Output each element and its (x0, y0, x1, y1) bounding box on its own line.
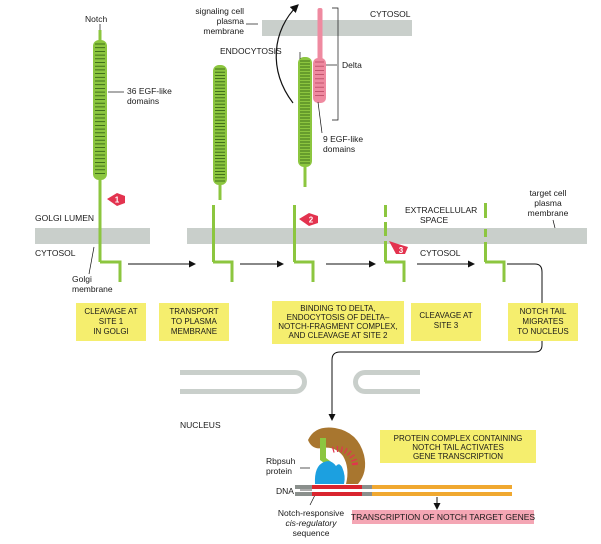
svg-text:NOTCH-FRAGMENT COMPLEX,: NOTCH-FRAGMENT COMPLEX, (278, 322, 397, 331)
svg-text:SITE 1: SITE 1 (99, 317, 124, 326)
delta-ligand (313, 8, 326, 103)
signaling-membrane-label-line3: membrane (203, 26, 244, 36)
signaling-membrane-label-line2: plasma (217, 16, 245, 26)
svg-text:NOTCH TAIL: NOTCH TAIL (520, 307, 567, 316)
nuclear-envelope (180, 370, 420, 394)
egf9-label-line2: domains (323, 144, 355, 154)
step-box-3: BINDING TO DELTA, ENDOCYTOSIS OF DELTA– … (272, 301, 404, 344)
cre-label-line1: Notch-responsive (278, 508, 344, 518)
egf36-label-line2: domains (127, 96, 159, 106)
notch-tail-released (484, 203, 506, 282)
transcription-box: TRANSCRIPTION OF NOTCH TARGET GENES (351, 510, 536, 524)
cytosol-left-label: CYTOSOL (35, 248, 76, 258)
protease-site-2: 2 (299, 213, 318, 226)
svg-text:GENE TRANSCRIPTION: GENE TRANSCRIPTION (413, 452, 503, 461)
rbpsuh-label-line2: protein (266, 466, 292, 476)
golgi-membrane-label-line2: membrane (72, 284, 113, 294)
golgi-membrane-bar (35, 228, 150, 244)
golgi-lumen-label: GOLGI LUMEN (35, 213, 94, 223)
golgi-membrane-label-line1: Golgi (72, 274, 92, 284)
egf9-label-line1: 9 EGF-like (323, 134, 363, 144)
protein-complex-box: PROTEIN COMPLEX CONTAINING NOTCH TAIL AC… (380, 430, 536, 463)
notch-fragment-site3 (384, 205, 406, 282)
protease-site-3: 3 (389, 241, 408, 255)
notch-receptor-transported (212, 65, 234, 282)
cre-label-line2: cis-regulatory (285, 518, 337, 528)
svg-text:AND CLEAVAGE AT SITE 2: AND CLEAVAGE AT SITE 2 (289, 331, 389, 340)
target-membrane-label-line1: target cell (530, 188, 567, 198)
dna-strand (295, 485, 512, 496)
endocytosis-label: ENDOCYTOSIS (220, 46, 282, 56)
egf36-label-line1: 36 EGF-like (127, 86, 172, 96)
svg-text:ENDOCYTOSIS OF DELTA–: ENDOCYTOSIS OF DELTA– (287, 313, 390, 322)
svg-text:MEMBRANE: MEMBRANE (171, 327, 217, 336)
svg-text:SITE 3: SITE 3 (434, 321, 459, 330)
step-box-5: NOTCH TAIL MIGRATES TO NUCLEUS (508, 303, 578, 341)
svg-text:IN GOLGI: IN GOLGI (93, 327, 129, 336)
to-nucleus-arrow (328, 263, 543, 421)
leader-lines (88, 7, 556, 506)
svg-text:BINDING TO DELTA,: BINDING TO DELTA, (300, 304, 375, 313)
site-3-number: 3 (399, 246, 404, 255)
notch-label: Notch (85, 14, 107, 24)
notch-receptor-delta-bound (293, 57, 315, 282)
step-box-2: TRANSPORT TO PLASMA MEMBRANE (159, 303, 229, 341)
site-1-number: 1 (115, 196, 120, 205)
step-box-4: CLEAVAGE AT SITE 3 (411, 303, 481, 341)
svg-text:PROTEIN COMPLEX CONTAINING: PROTEIN COMPLEX CONTAINING (394, 434, 523, 443)
target-membrane-label-line2: plasma (534, 198, 562, 208)
dna-label: DNA (276, 486, 294, 496)
transcription-complex (308, 427, 366, 484)
svg-text:NOTCH TAIL ACTIVATES: NOTCH TAIL ACTIVATES (412, 443, 504, 452)
delta-label: Delta (342, 60, 362, 70)
extracellular-label-line1: EXTRACELLULAR (405, 205, 477, 215)
endocytosis-arrow (275, 4, 299, 104)
rbpsuh-label-line1: Rbpsuh (266, 456, 296, 466)
step-box-1: CLEAVAGE AT SITE 1 IN GOLGI (76, 303, 146, 341)
extracellular-label-line2: SPACE (420, 215, 449, 225)
svg-text:TO NUCLEUS: TO NUCLEUS (517, 327, 568, 336)
nucleus-label: NUCLEUS (180, 420, 221, 430)
svg-text:MIGRATES: MIGRATES (522, 317, 563, 326)
cytosol-top-label: CYTOSOL (370, 9, 411, 19)
site-2-number: 2 (309, 216, 314, 225)
svg-text:TRANSPORT: TRANSPORT (169, 307, 218, 316)
svg-text:CLEAVAGE AT: CLEAVAGE AT (84, 307, 137, 316)
target-membrane-label-line3: membrane (528, 208, 569, 218)
svg-text:TO PLASMA: TO PLASMA (171, 317, 217, 326)
signaling-plasma-membrane-bar (262, 20, 412, 36)
cre-label-line3: sequence (293, 528, 330, 538)
cytosol-mid-label: CYTOSOL (420, 248, 461, 258)
svg-text:CLEAVAGE AT: CLEAVAGE AT (419, 311, 472, 320)
protease-site-1: 1 (107, 193, 125, 206)
signaling-membrane-label-line1: signaling cell (195, 6, 244, 16)
svg-text:TRANSCRIPTION OF NOTCH TARGET: TRANSCRIPTION OF NOTCH TARGET GENES (351, 512, 536, 522)
notch-receptor-golgi (93, 30, 122, 282)
